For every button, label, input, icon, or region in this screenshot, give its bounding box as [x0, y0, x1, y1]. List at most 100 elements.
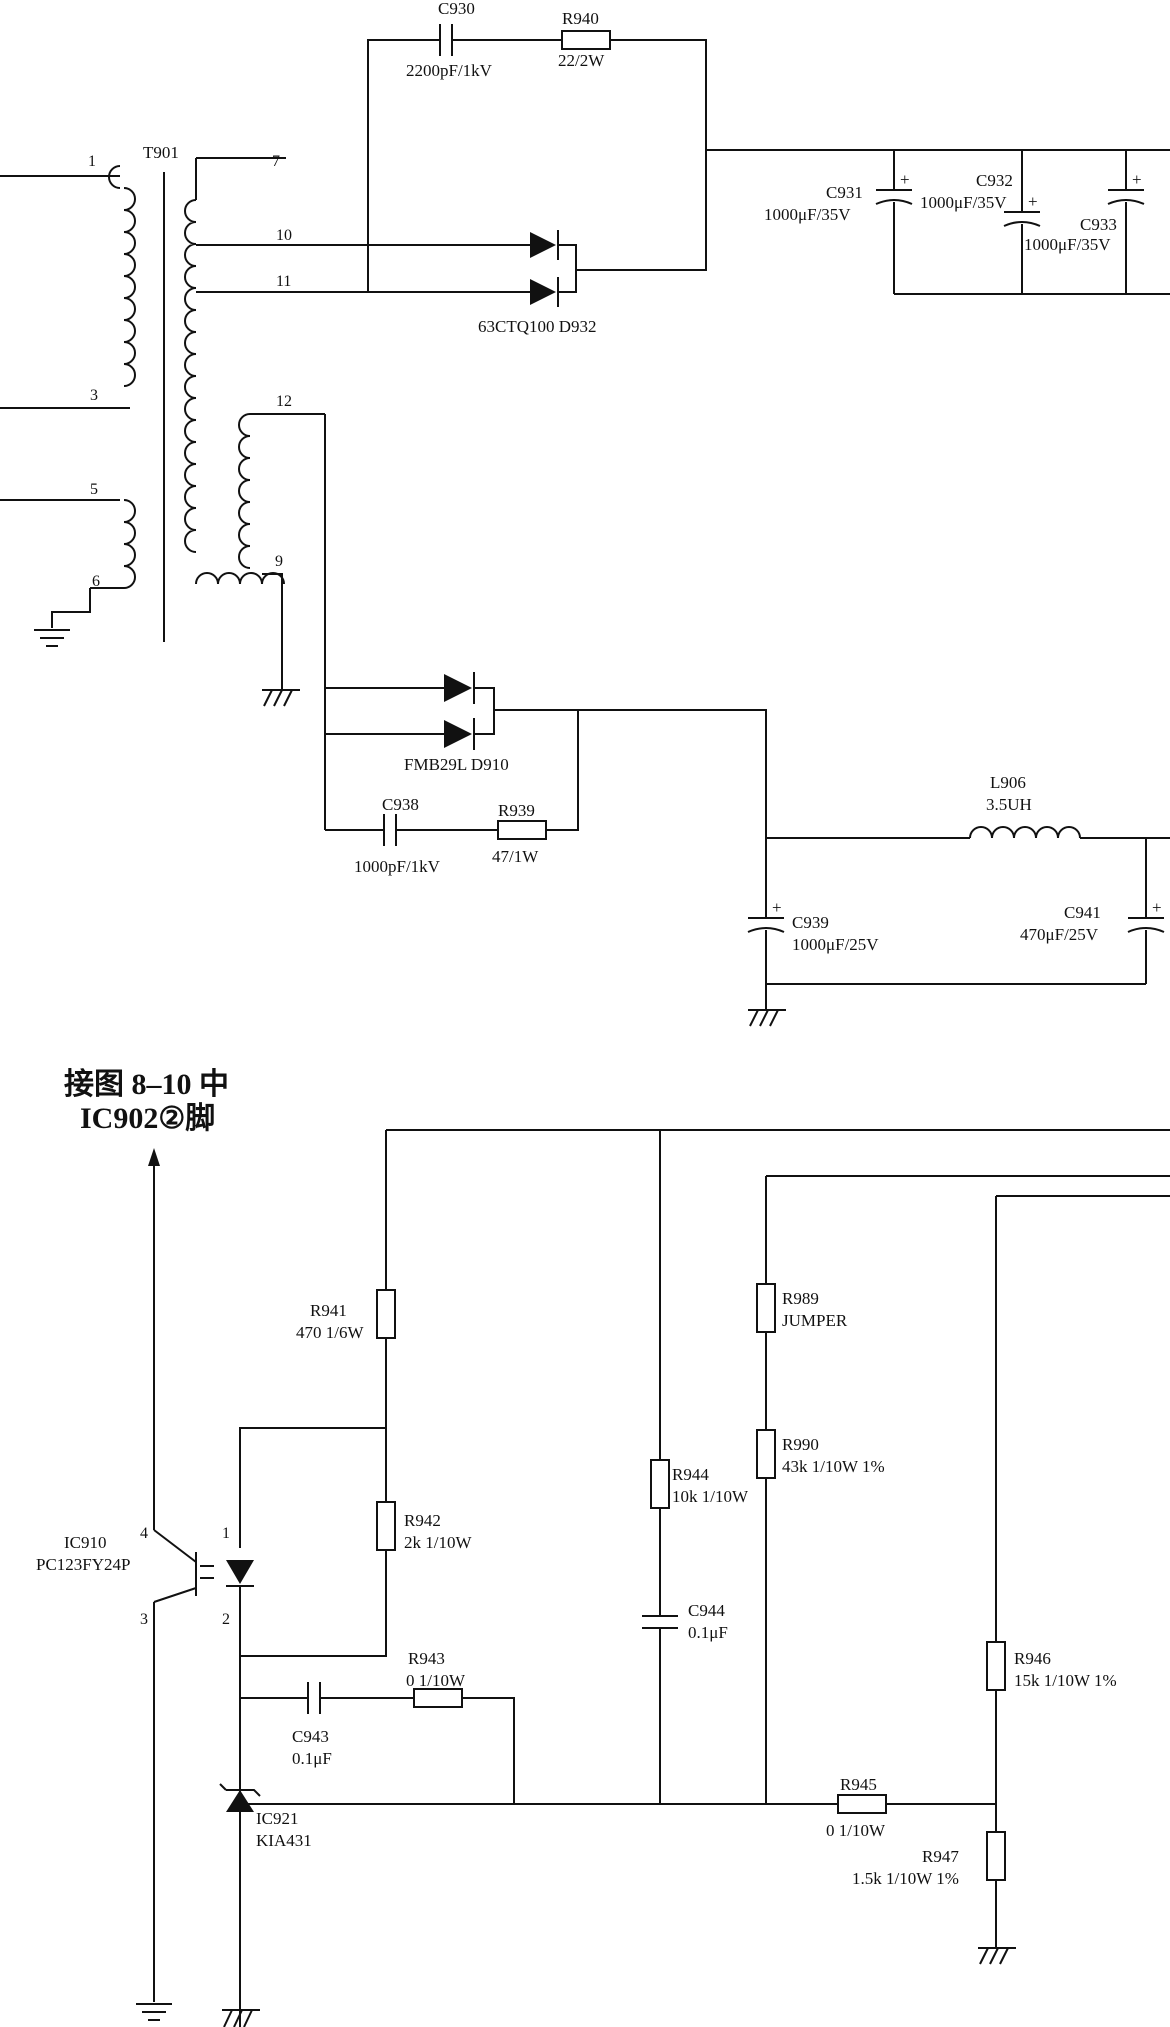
r940-value: 22/2W [558, 51, 605, 70]
c941-ref: C941 [1064, 903, 1101, 922]
opto-emitter [153, 1587, 197, 1603]
pin-9-label: 9 [275, 553, 283, 570]
r942-lead-bottom [240, 1550, 387, 1657]
r939-resistor [497, 820, 547, 840]
ground-symbol-2 [262, 689, 300, 707]
c943-ref: C943 [292, 1727, 329, 1746]
c932-plate-b [1003, 221, 1041, 227]
c932-ref: C932 [976, 171, 1013, 190]
r939-ref: R939 [498, 801, 535, 820]
r941-value: 470 1/6W [296, 1323, 364, 1342]
r942-resistor [376, 1501, 396, 1551]
r940-resistor [561, 30, 611, 50]
c939-plate-b [747, 927, 785, 933]
c933-plus: + [1132, 170, 1142, 189]
c941-plate-b [1127, 927, 1165, 933]
aux-winding [123, 499, 136, 589]
r939-value: 47/1W [492, 847, 539, 866]
c931-value: 1000μF/35V [764, 205, 851, 224]
opto-led-diode [226, 1560, 254, 1584]
c941-value: 470μF/25V [1020, 925, 1099, 944]
l906-value: 3.5UH [986, 795, 1032, 814]
r946-value: 15k 1/10W 1% [1014, 1671, 1117, 1690]
ground-symbol-4 [136, 2003, 172, 2021]
opto-collector [153, 1529, 197, 1563]
r944-resistor [650, 1459, 670, 1509]
ground-symbol-5 [222, 2009, 260, 2027]
ground-symbol-3 [748, 1009, 786, 1027]
r990-ref: R990 [782, 1435, 819, 1454]
opto-pin2-label: 2 [222, 1611, 230, 1628]
opto-pin4-label: 4 [140, 1525, 148, 1542]
l906-ref: L906 [990, 773, 1026, 792]
opto-anode-wire [239, 1427, 386, 1548]
pin-1-label: 1 [88, 153, 96, 170]
r989-value: JUMPER [782, 1311, 848, 1330]
feedback-section: R941 470 1/6W R942 2k 1/10W 4 3 1 2 IC91… [36, 1129, 1170, 2027]
r942-value: 2k 1/10W [404, 1533, 472, 1552]
ic921-value: KIA431 [256, 1831, 312, 1850]
pin-10-label: 10 [276, 227, 292, 244]
d910-label: FMB29L D910 [404, 755, 509, 774]
r947-ref: R947 [922, 1847, 959, 1866]
opto-pin1-label: 1 [222, 1525, 230, 1542]
r947-resistor [986, 1831, 1006, 1881]
c939-ref: C939 [792, 913, 829, 932]
c938-value: 1000pF/1kV [354, 857, 441, 876]
c931-ref: C931 [826, 183, 863, 202]
ic921-bar-tail [219, 1783, 227, 1791]
pin-12-label: 12 [276, 393, 292, 410]
c932-plus: + [1028, 192, 1038, 211]
primary-winding [108, 165, 136, 387]
pin-11-label: 11 [276, 273, 291, 290]
pin-5-label: 5 [90, 481, 98, 498]
r943-resistor [413, 1688, 463, 1708]
c933-value: 1000μF/35V [1024, 235, 1111, 254]
c932-value: 1000μF/35V [920, 193, 1007, 212]
r945-ref: R945 [840, 1775, 877, 1794]
upper-output-section: 10 11 C930 2200pF/1kV R940 22/2W 63CTQ10… [196, 0, 1170, 336]
note-line1: 接图 8–10 中 [64, 1068, 229, 1101]
l906-inductor [969, 826, 1081, 839]
c933-plate-b [1107, 199, 1145, 205]
c931-plate-b [875, 199, 913, 205]
r990-resistor [756, 1429, 776, 1479]
c930-ref: C930 [438, 0, 475, 18]
r943-value: 0 1/10W [406, 1671, 466, 1690]
wire-pin6-gnd [51, 588, 91, 628]
transformer-t901: T901 1 3 5 6 7 12 9 [0, 143, 325, 707]
d932-diode-bottom [530, 279, 556, 305]
note-line2: IC902②脚 [80, 1102, 215, 1135]
r943-ref: R943 [408, 1649, 445, 1668]
c939-value: 1000μF/25V [792, 935, 879, 954]
c941-plus: + [1152, 898, 1162, 917]
pin-6-label: 6 [92, 573, 100, 590]
ic921-diode [226, 1790, 254, 1812]
note-connection: 接图 8–10 中 IC902②脚 [64, 1068, 229, 1530]
ic910-value: PC123FY24P [36, 1555, 130, 1574]
r947-value: 1.5k 1/10W 1% [852, 1869, 959, 1888]
snubber-wire-left [367, 39, 440, 292]
r944-value: 10k 1/10W [672, 1487, 749, 1506]
c944-value: 0.1μF [688, 1623, 728, 1642]
r989-ref: R989 [782, 1289, 819, 1308]
c933-ref: C933 [1080, 215, 1117, 234]
d932-cathode-join [558, 244, 577, 293]
r945-value: 0 1/10W [826, 1821, 886, 1840]
lower-output-section: FMB29L D910 C938 1000pF/1kV R939 47/1W L… [324, 414, 1170, 1027]
ic910-ref: IC910 [64, 1533, 107, 1552]
r941-ref: R941 [310, 1301, 347, 1320]
snubber-wire-right [576, 39, 707, 271]
pin-7-label: 7 [272, 153, 280, 170]
c938-ref: C938 [382, 795, 419, 814]
ic921-ref: IC921 [256, 1809, 299, 1828]
secondary-winding [184, 199, 197, 553]
c939-plus: + [772, 898, 782, 917]
r990-value: 43k 1/10W 1% [782, 1457, 885, 1476]
pin-3-label: 3 [90, 387, 98, 404]
d932-label: 63CTQ100 D932 [478, 317, 597, 336]
r945-resistor [837, 1794, 887, 1814]
d910-diode-top [444, 674, 472, 702]
c931-plus: + [900, 170, 910, 189]
